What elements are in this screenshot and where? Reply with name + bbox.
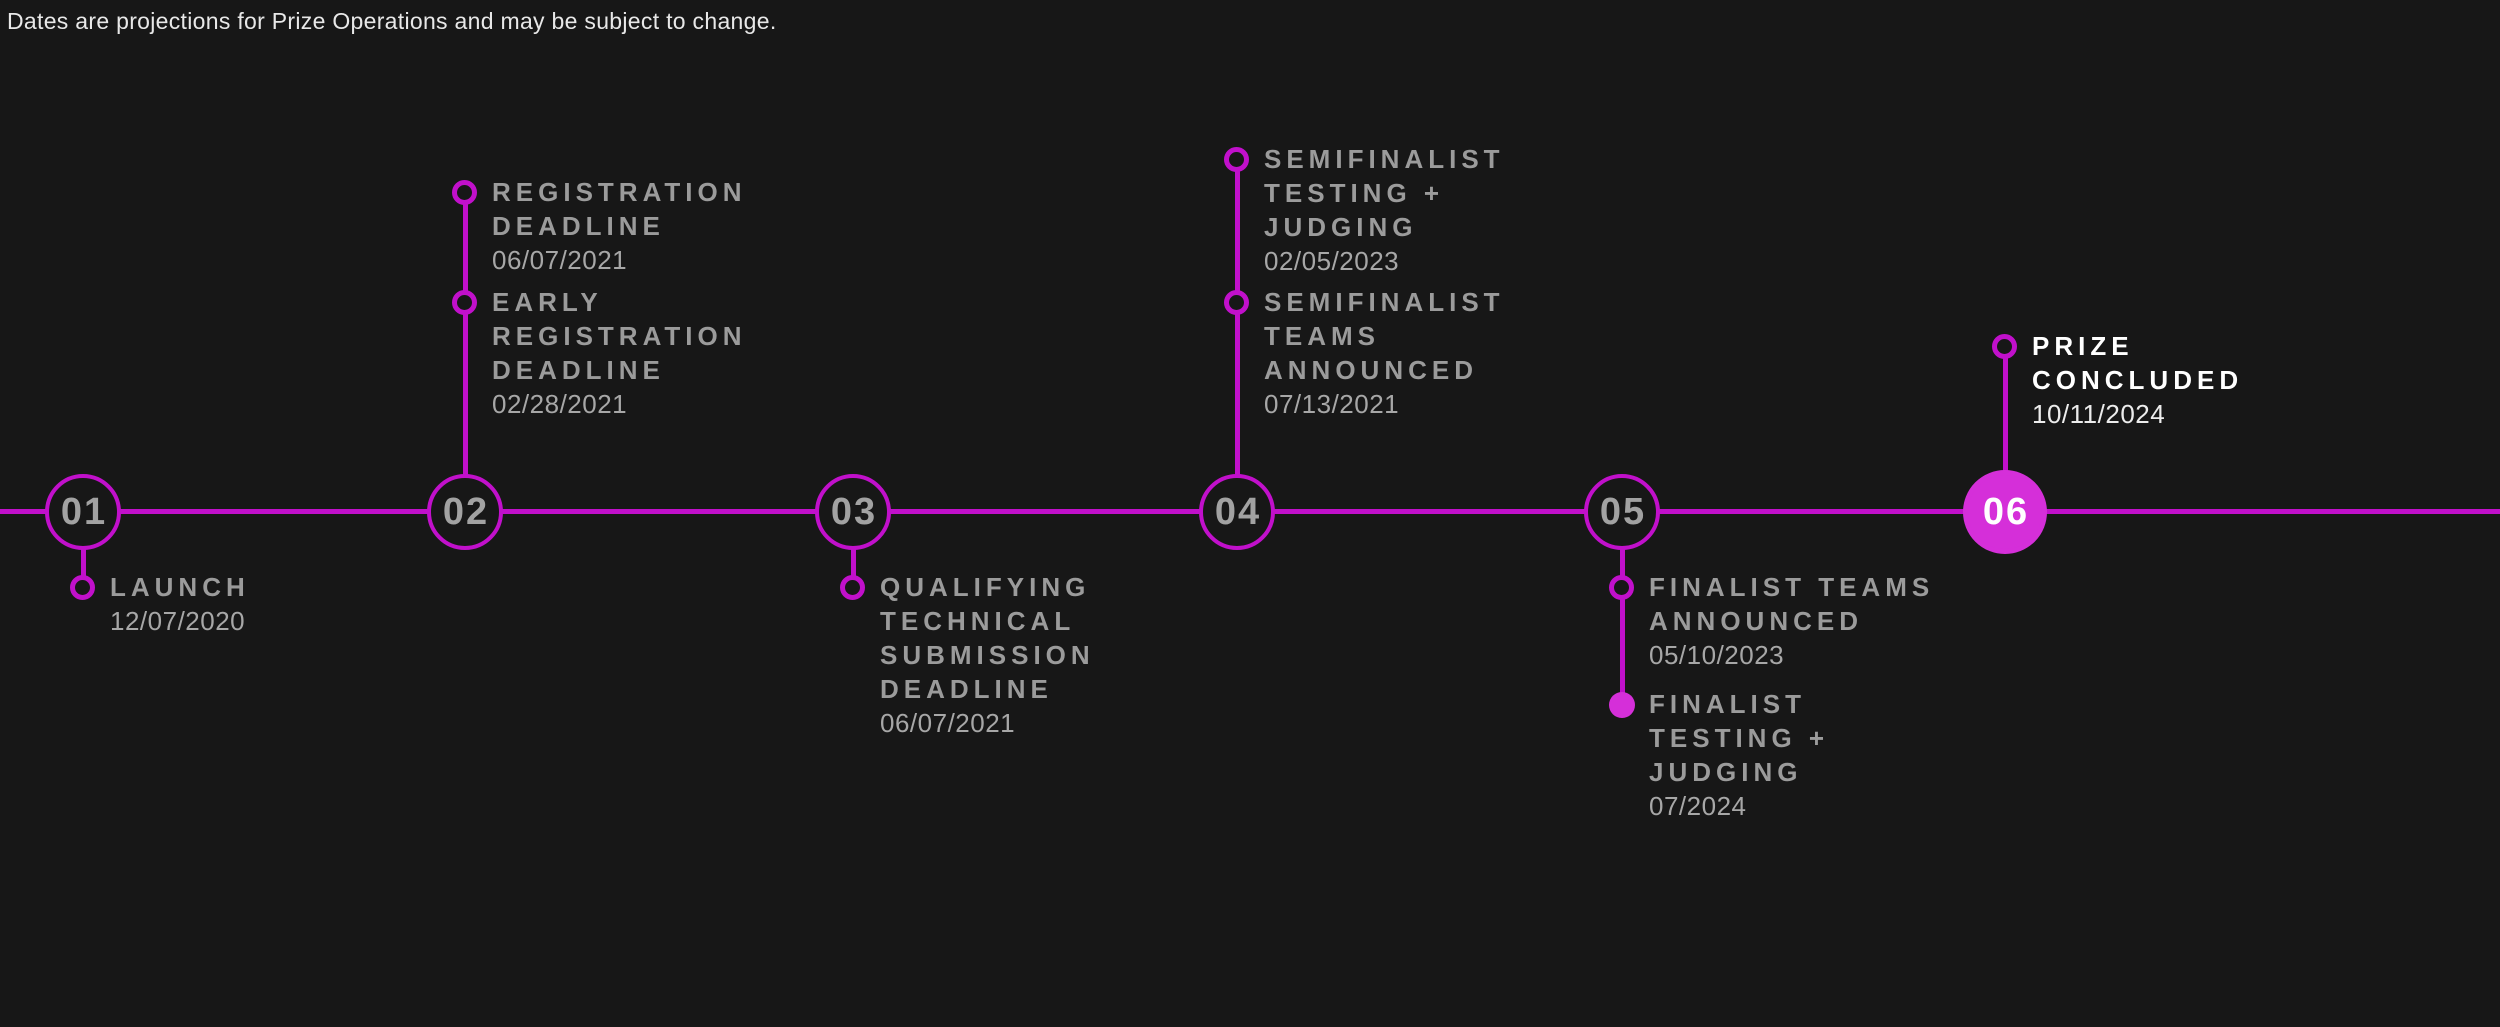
event-date: 07/13/2021 bbox=[1264, 389, 1400, 419]
event-marker-hollow-icon bbox=[840, 575, 865, 600]
event-prize-concluded: PRIZE CONCLUDED 10/11/2024 bbox=[2032, 329, 2243, 431]
milestone-node-03: 03 bbox=[815, 474, 891, 550]
event-marker-hollow-icon bbox=[70, 575, 95, 600]
event-semifinalist-teams-announced: SEMIFINALIST TEAMS ANNOUNCED 07/13/2021 bbox=[1264, 285, 1505, 421]
milestone-node-02: 02 bbox=[427, 474, 503, 550]
connector-stem bbox=[81, 548, 86, 588]
connector-stem bbox=[463, 193, 468, 512]
event-date: 10/11/2024 bbox=[2032, 399, 2166, 429]
event-date: 07/2024 bbox=[1649, 791, 1747, 821]
disclaimer-text: Dates are projections for Prize Operatio… bbox=[7, 8, 777, 34]
event-date: 06/07/2021 bbox=[492, 245, 628, 275]
event-marker-hollow-icon bbox=[1224, 290, 1249, 315]
event-date: 06/07/2021 bbox=[880, 708, 1016, 738]
milestone-node-05: 05 bbox=[1584, 474, 1660, 550]
event-date: 02/05/2023 bbox=[1264, 246, 1400, 276]
event-title: FINALIST TEAMS ANNOUNCED bbox=[1649, 572, 1935, 636]
event-semifinalist-testing-judging: SEMIFINALIST TESTING + JUDGING 02/05/202… bbox=[1264, 142, 1505, 278]
event-finalist-testing-judging: FINALIST TESTING + JUDGING 07/2024 bbox=[1649, 687, 1829, 823]
event-marker-filled-icon bbox=[1609, 692, 1635, 718]
event-title: FINALIST TESTING + JUDGING bbox=[1649, 689, 1830, 787]
connector-stem bbox=[851, 548, 856, 588]
milestone-node-06: 06 bbox=[1963, 470, 2047, 554]
milestone-number: 06 bbox=[1982, 490, 2030, 533]
milestone-number: 03 bbox=[830, 490, 878, 533]
milestone-number: 05 bbox=[1599, 490, 1647, 533]
event-date: 05/10/2023 bbox=[1649, 640, 1785, 670]
event-launch: LAUNCH 12/07/2020 bbox=[110, 570, 250, 638]
milestone-node-01: 01 bbox=[45, 474, 121, 550]
event-registration-deadline: REGISTRATION DEADLINE 06/07/2021 bbox=[492, 175, 747, 277]
event-marker-hollow-icon bbox=[1992, 334, 2017, 359]
milestone-number: 01 bbox=[60, 490, 108, 533]
event-marker-hollow-icon bbox=[1224, 147, 1249, 172]
event-title: PRIZE CONCLUDED bbox=[2032, 331, 2244, 395]
event-title: EARLY REGISTRATION DEADLINE bbox=[492, 287, 747, 385]
event-qualifying-technical-submission-deadline: QUALIFYING TECHNICAL SUBMISSION DEADLINE… bbox=[880, 570, 1095, 740]
event-title: QUALIFYING TECHNICAL SUBMISSION DEADLINE bbox=[880, 572, 1095, 704]
event-date: 02/28/2021 bbox=[492, 389, 628, 419]
connector-stem bbox=[1620, 512, 1625, 705]
event-title: SEMIFINALIST TESTING + JUDGING bbox=[1264, 144, 1505, 242]
event-marker-hollow-icon bbox=[452, 180, 477, 205]
event-title: LAUNCH bbox=[110, 572, 250, 602]
event-marker-hollow-icon bbox=[452, 290, 477, 315]
event-title: REGISTRATION DEADLINE bbox=[492, 177, 747, 241]
event-marker-hollow-icon bbox=[1609, 575, 1634, 600]
event-finalist-teams-announced: FINALIST TEAMS ANNOUNCED 05/10/2023 bbox=[1649, 570, 1934, 672]
milestone-number: 04 bbox=[1214, 490, 1262, 533]
milestone-number: 02 bbox=[442, 490, 490, 533]
connector-stem bbox=[2003, 347, 2008, 512]
event-title: SEMIFINALIST TEAMS ANNOUNCED bbox=[1264, 287, 1505, 385]
event-early-registration-deadline: EARLY REGISTRATION DEADLINE 02/28/2021 bbox=[492, 285, 747, 421]
event-date: 12/07/2020 bbox=[110, 606, 246, 636]
milestone-node-04: 04 bbox=[1199, 474, 1275, 550]
connector-stem bbox=[1235, 160, 1240, 512]
